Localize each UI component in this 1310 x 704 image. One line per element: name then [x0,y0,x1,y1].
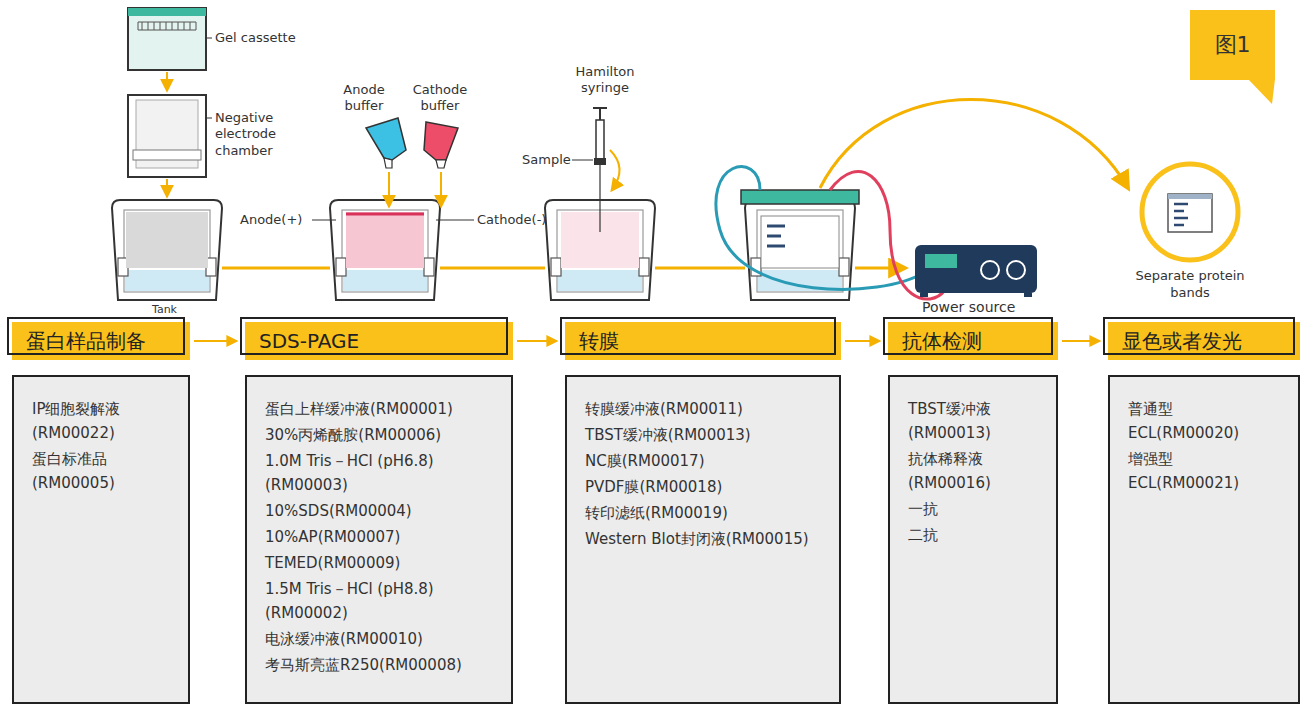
tank-drawing [330,200,440,300]
reagent-item: 抗体稀释液(RM00016) [908,447,1042,495]
reagent-list: 蛋白上样缓冲液(RM00001)30%丙烯酰胺(RM00006)1.0M Tri… [245,375,513,704]
anode-buffer-bottle [366,118,406,168]
step-header: SDS-PAGE [245,322,513,360]
reagent-item: 10%AP(RM00007) [265,525,497,549]
reagent-item: 二抗 [908,523,1042,547]
part-label: Tank [152,303,192,317]
part-label: Negative electrode chamber [215,110,295,159]
cathode-buffer-bottle [424,122,458,168]
node-text: Separate protein bands [1132,268,1248,302]
reagent-list: TBST缓冲液(RM00013)抗体稀释液(RM00016)一抗二抗 [888,375,1058,704]
flow-arrow [440,172,442,206]
reagent-item: IP细胞裂解液 (RM00022) [32,397,174,445]
node-text: 转膜 [579,328,619,355]
reagent-list: IP细胞裂解液 (RM00022)蛋白标准品 (RM00005) [12,375,190,704]
reagent-item: 蛋白上样缓冲液(RM00001) [265,397,497,421]
part-label: Cathode buffer [408,82,472,115]
reagent-item: 1.5M Tris－HCl (pH8.8) (RM00002) [265,577,497,625]
reagent-item: 30%丙烯酰胺(RM00006) [265,423,497,447]
reagent-item: PVDF膜(RM00018) [585,475,825,499]
part-label: Anode(+) [240,212,310,228]
reagent-item: 转膜缓冲液(RM00011) [585,397,825,421]
flow-arrow [166,179,168,196]
step-arrow [845,340,879,342]
step-header: 显色或者发光 [1108,322,1300,360]
node-text: 图1 [1215,30,1251,60]
reagent-item: TBST缓冲液(RM00013) [585,423,825,447]
leader-line [312,220,336,221]
part-label: Cathode(-) [477,212,557,228]
reagent-item: 增强型ECL(RM00021) [1128,447,1284,495]
power-source [915,245,1037,297]
step-header: 抗体检测 [888,322,1058,360]
reagent-item: Western Blot封闭液(RM00015) [585,527,825,551]
reagent-item: 考马斯亮蓝R250(RM00008) [265,653,497,677]
node-text: 显色或者发光 [1122,328,1242,355]
reagent-item: 1.0M Tris－HCl (pH6.8) (RM00003) [265,449,497,497]
callout-tail [1248,79,1275,104]
reagent-list: 转膜缓冲液(RM00011)TBST缓冲液(RM00013)NC膜(RM0001… [565,375,841,704]
flow-arrow [820,100,1128,189]
step-header: 转膜 [565,322,841,360]
flow-arrow [388,172,390,206]
reagent-item: 一抗 [908,497,1042,521]
tank-drawing [112,200,222,300]
flow-arrow [166,72,168,90]
node-text: SDS-PAGE [259,329,359,353]
reagent-item: 10%SDS(RM00004) [265,499,497,523]
electrode-chamber [128,95,212,177]
node-text: 抗体检测 [902,328,982,355]
gel-cassette [128,8,212,70]
result-circle: Separate protein bands [1132,160,1248,302]
result-circle-outline [1138,160,1242,264]
leader-line [436,220,474,221]
step-arrow [517,340,556,342]
step-arrow [194,340,236,342]
node-text: 蛋白样品制备 [26,328,146,355]
part-label: Anode buffer [336,82,392,115]
part-label: Sample [522,152,572,168]
reagent-item: TEMED(RM00009) [265,551,497,575]
reagent-item: 蛋白标准品 (RM00005) [32,447,174,495]
reagent-item: 转印滤纸(RM00019) [585,501,825,525]
tank-drawing [741,190,859,300]
step-arrow [1062,340,1099,342]
reagent-list: 普通型ECL(RM00020)增强型ECL(RM00021) [1108,375,1300,704]
hamilton-syringe [572,108,607,232]
part-label: Gel cassette [215,30,315,46]
part-label: Hamilton syringe [568,64,642,97]
step-header: 蛋白样品制备 [12,322,190,360]
figure-callout: 图1 [1190,10,1275,80]
part-label: Power source [922,299,1042,317]
reagent-item: 电泳缓冲液(RM00010) [265,627,497,651]
reagent-item: NC膜(RM00017) [585,449,825,473]
flow-arrow [610,150,620,190]
reagent-item: 普通型ECL(RM00020) [1128,397,1284,445]
reagent-item: TBST缓冲液(RM00013) [908,397,1042,445]
